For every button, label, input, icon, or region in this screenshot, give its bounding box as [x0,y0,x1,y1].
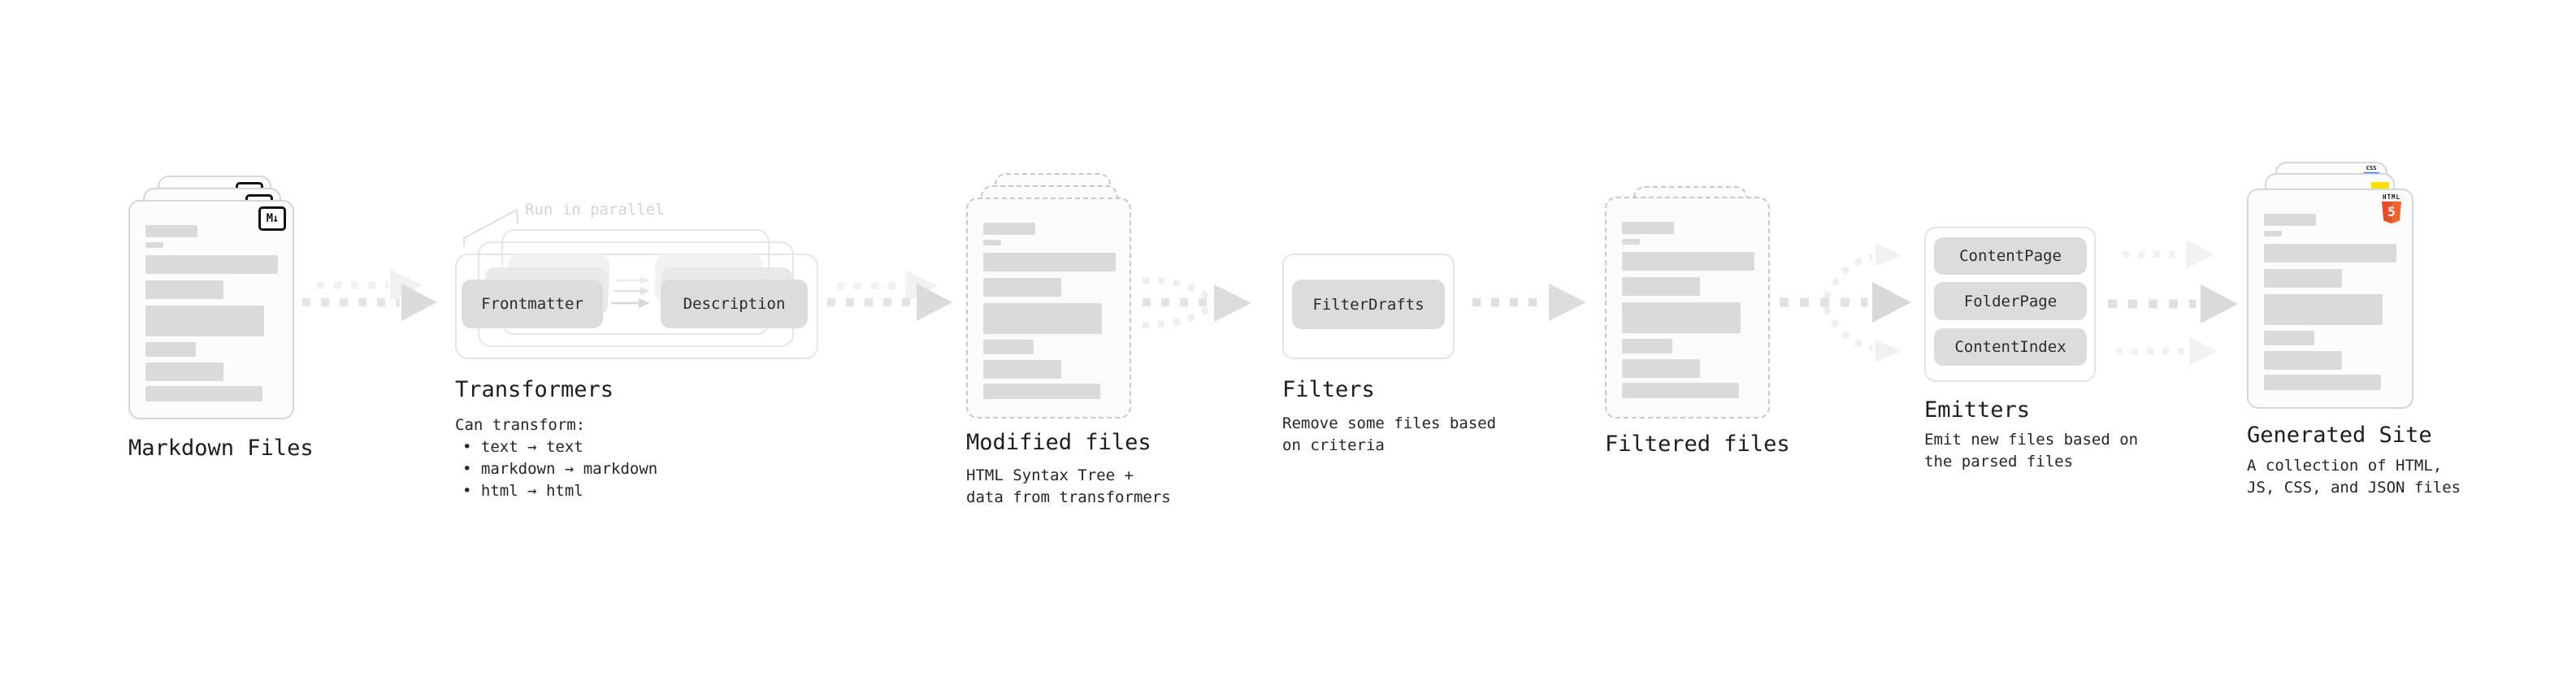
text-line-placeholder [2264,375,2381,390]
text-line-placeholder [145,255,278,274]
filterdrafts-pill: FilterDrafts [1292,280,1445,329]
text-line-placeholder [145,342,196,357]
text-line-placeholder [1622,239,1640,245]
modified-files-description: HTML Syntax Tree + data from transformer… [966,465,1171,509]
description-pill: Description [661,280,808,328]
text-line-placeholder [983,340,1034,354]
text-line-placeholder [2264,331,2314,345]
stage-title-transformers: Transformers [455,377,614,402]
stage-title-modified-files: Modified files [966,430,1151,455]
text-line-placeholder [1622,339,1672,354]
document-card-front: M↓ [128,200,294,419]
text-line-placeholder [2264,244,2396,262]
text-line-placeholder [983,303,1102,334]
text-line-placeholder [1622,359,1700,378]
text-line-placeholder [983,223,1035,235]
filters-description: Remove some files based on criteria [1282,413,1496,457]
text-line-placeholder [983,240,1001,245]
filters-desc-line: Remove some files based [1282,414,1497,432]
markdown-icon: M↓ [258,206,286,231]
text-line-placeholder [145,280,223,299]
text-line-placeholder [1622,383,1739,398]
emitters-desc-line: the parsed files [1924,453,2074,471]
stage-title-markdown-files: Markdown Files [128,436,314,461]
arrow-transformers-to-modified [827,270,952,321]
text-line-placeholder [2264,231,2282,236]
stage-title-generated-site: Generated Site [2247,423,2432,448]
document-card-front [1605,197,1770,419]
modified-desc-line: data from transformers [966,488,1171,506]
generated-site-description: A collection of HTML, JS, CSS, and JSON … [2247,455,2461,499]
frontmatter-pill: Frontmatter [462,280,603,328]
document-card-front [966,197,1131,419]
generated-desc-line: JS, CSS, and JSON files [2247,479,2461,497]
text-line-placeholder [145,242,163,248]
contentindex-pill: ContentIndex [1934,328,2087,366]
folderpage-pill: FolderPage [1934,282,2087,320]
transformers-description: Can transform: • text → text • markdown … [455,414,657,502]
text-line-placeholder [983,253,1116,271]
arrow-modified-to-filters-merge [1142,276,1251,329]
text-line-placeholder [1622,252,1754,271]
run-in-parallel-note: Run in parallel [525,201,665,219]
text-line-placeholder [1622,277,1700,296]
text-line-placeholder [145,386,262,401]
html5-icon-shield: 5 [2382,202,2401,223]
text-line-placeholder [1622,222,1674,234]
arrow-filters-to-filtered [1472,284,1586,321]
document-card-front-html: HTML 5 [2247,189,2413,409]
text-line-placeholder [983,360,1061,379]
filters-desc-line: on criteria [1282,436,1385,454]
contentpage-pill: ContentPage [1934,237,2087,275]
text-line-placeholder [2264,269,2342,288]
text-line-placeholder [2264,294,2383,325]
css-icon-word: CSS [2366,165,2377,171]
stage-title-filtered-files: Filtered files [1605,432,1790,457]
text-line-placeholder [2264,214,2316,226]
transformer-layer-front [455,254,818,359]
text-line-placeholder [983,384,1100,399]
text-line-placeholder [2264,351,2342,370]
stage-title-filters: Filters [1282,377,1375,402]
text-line-placeholder [145,225,197,237]
arrow-markdown-to-transformers [302,269,437,321]
arrow-emitters-to-site [2108,240,2238,366]
text-line-placeholder [1622,302,1741,333]
transformers-desc-heading: Can transform: [455,416,586,434]
emitters-description: Emit new files based on the parsed files [1924,429,2138,473]
transformers-bullet: • text → text [462,438,583,456]
transformers-bullet: • html → html [462,482,583,500]
arrow-filtered-to-emitters-fanout [1780,244,1911,362]
modified-desc-line: HTML Syntax Tree + [966,466,1134,484]
transformers-bullet: • markdown → markdown [462,460,658,478]
html5-icon-word: HTML [2382,193,2401,201]
generated-desc-line: A collection of HTML, [2247,457,2443,475]
text-line-placeholder [145,362,223,381]
stage-title-emitters: Emitters [1924,397,2031,423]
js-icon [2371,182,2389,190]
emitters-desc-line: Emit new files based on [1924,431,2139,449]
html5-icon: HTML 5 [2381,194,2402,223]
text-line-placeholder [145,306,264,336]
text-line-placeholder [983,278,1061,297]
